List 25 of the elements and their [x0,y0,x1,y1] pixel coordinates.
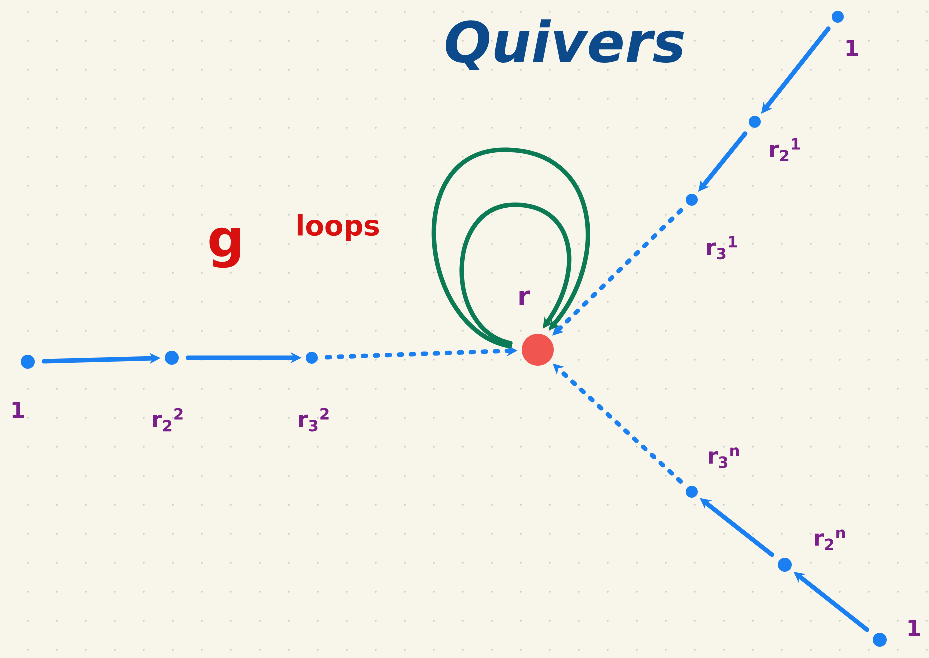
vertex-dot [522,334,554,366]
vertex-dot [749,116,761,128]
vertex-label: r$_{3}$2 [299,408,329,432]
vertex-label: r$_{3}$1 [707,236,738,260]
title: Quivers [446,20,684,70]
vertex-dot [306,352,318,364]
vertex-label: 1 [846,40,858,56]
vertex-dot [165,351,179,365]
vertex-label: r$_{2}$n [815,530,846,550]
annotation: loops [298,214,380,242]
vertex-dot [686,194,698,206]
arrow [460,202,572,346]
vertex-dot [21,355,35,369]
vertex-label: r$_{2}$1 [770,138,800,162]
vertex-label: r [520,290,530,306]
vertex-dot [778,558,792,572]
vertex-dot [832,11,844,23]
vertex-label: r$_{3}$n [709,448,740,468]
vertex-dot [873,633,887,647]
vertex-label: 1 [908,620,920,636]
vertex-label: 1 [12,402,24,418]
arrow [432,148,590,349]
vertex-dot [686,486,698,498]
annotation: g [210,228,240,268]
vertex-label: r$_{2}$2 [153,408,183,432]
